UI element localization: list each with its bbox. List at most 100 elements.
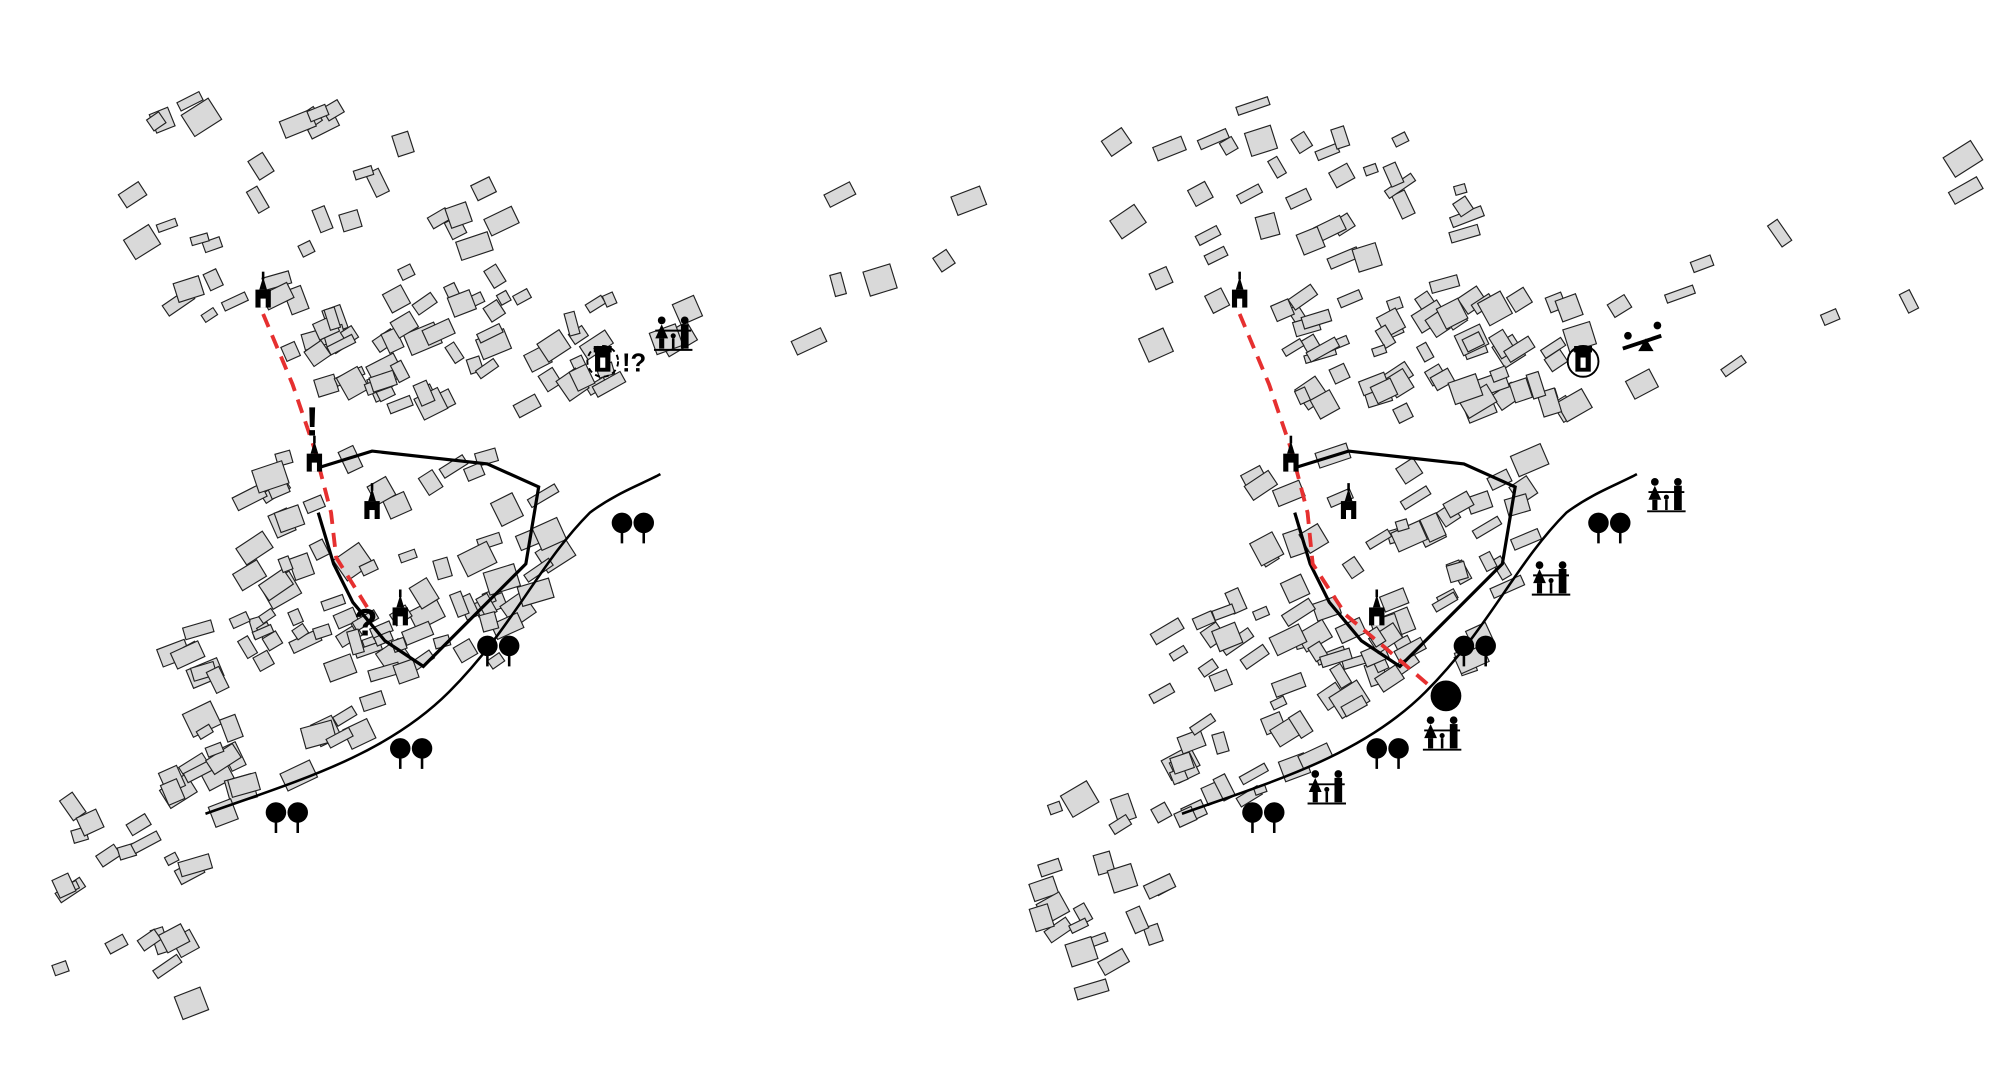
building-footprint [400, 620, 435, 647]
building-footprint [291, 622, 310, 641]
building-footprint [1503, 335, 1536, 364]
tower-circle [586, 345, 620, 378]
building-footprint [1452, 182, 1468, 196]
building-footprint [180, 97, 223, 138]
building-footprint [950, 185, 988, 217]
building-footprint [452, 637, 479, 664]
building-footprint [1046, 800, 1064, 816]
building-footprint [261, 630, 284, 652]
building-footprint [1328, 362, 1351, 385]
building-footprint [322, 653, 358, 683]
building-footprint [159, 777, 186, 807]
family-icon [1306, 769, 1347, 805]
building-footprint [157, 923, 191, 954]
building-footprint [251, 623, 275, 641]
building-footprint [1451, 195, 1475, 218]
building-footprint [671, 294, 704, 326]
building-footprint [51, 872, 77, 899]
building-footprint [252, 649, 276, 673]
building-footprint [205, 665, 230, 695]
building-footprint [257, 607, 277, 625]
building-footprint [1043, 916, 1074, 944]
building-footprint [1270, 671, 1307, 699]
building-footprint [308, 538, 331, 561]
building-footprint [483, 263, 507, 290]
pedestrian-route [261, 313, 374, 617]
building-footprint [1341, 555, 1365, 580]
building-footprint [1290, 130, 1314, 155]
building-footprint [1106, 862, 1139, 894]
building-footprint [1351, 241, 1383, 273]
building-footprint [1606, 293, 1633, 319]
building-footprint [163, 851, 180, 867]
building-footprint [1448, 223, 1481, 244]
building-footprint [1663, 284, 1697, 304]
building-footprint [130, 830, 162, 855]
building-footprint [189, 232, 210, 247]
building-footprint [297, 239, 316, 258]
building-footprint [251, 460, 290, 494]
building-footprint [287, 607, 305, 627]
building-footprint [444, 341, 465, 365]
building-footprint [1766, 218, 1793, 248]
building-footprint [1243, 469, 1279, 502]
pedestrian-route [1237, 313, 1431, 688]
building-footprint [454, 231, 494, 262]
building-footprint [1330, 125, 1351, 150]
question-marker: ? [354, 602, 377, 645]
building-footprint [169, 640, 206, 670]
building-footprint [1064, 935, 1099, 968]
building-footprint [1137, 327, 1175, 363]
building-footprint [172, 275, 205, 304]
building-footprint [1336, 288, 1364, 309]
building-footprint [1429, 367, 1456, 392]
tree-icon [1242, 802, 1285, 833]
building-footprint [368, 369, 398, 393]
building-footprint [1092, 850, 1116, 876]
building-footprint [446, 289, 478, 318]
building-footprint [1428, 274, 1461, 294]
building-footprint [277, 555, 294, 574]
building-footprint [1254, 211, 1281, 241]
building-footprint [1239, 643, 1270, 671]
building-footprint [1689, 254, 1715, 274]
building-footprint [1072, 902, 1094, 926]
building-footprint [1235, 95, 1271, 116]
building-footprint [302, 494, 327, 515]
building-footprint [177, 853, 214, 878]
building-footprint [511, 287, 533, 306]
building-footprint [231, 559, 268, 592]
building-footprint [537, 366, 563, 393]
building-footprint [389, 359, 411, 384]
landmark-dot-icon [1430, 680, 1462, 712]
building-footprint [346, 628, 365, 656]
building-footprint [408, 576, 440, 610]
building-footprint [352, 164, 375, 181]
building-footprint [531, 516, 568, 552]
map-current-state: ! ? !? [205, 271, 694, 833]
building-footprint [386, 394, 414, 415]
building-footprint [181, 619, 215, 641]
building-footprint [1194, 224, 1222, 247]
building-footprint [326, 333, 357, 356]
building-footprint [204, 741, 225, 758]
building-footprint [145, 111, 167, 132]
building-footprint [1281, 337, 1305, 358]
building-footprint [1461, 331, 1486, 353]
building-footprint [392, 658, 420, 685]
building-footprint [823, 181, 857, 209]
exclaim-question-marker: !? [622, 350, 646, 378]
building-footprint [1210, 621, 1244, 653]
building-footprint [601, 291, 618, 308]
old-town-outline [316, 449, 541, 669]
building-footprint [1073, 978, 1110, 1001]
tower-circle [1566, 345, 1600, 378]
building-footprint [1096, 947, 1131, 977]
building-footprint [1509, 442, 1550, 478]
building-footprint [152, 953, 183, 980]
building-footprint [1148, 265, 1174, 291]
building-footprint [104, 933, 129, 955]
church-icon [392, 589, 408, 626]
building-footprint [201, 236, 224, 254]
building-footprint [1149, 617, 1185, 646]
